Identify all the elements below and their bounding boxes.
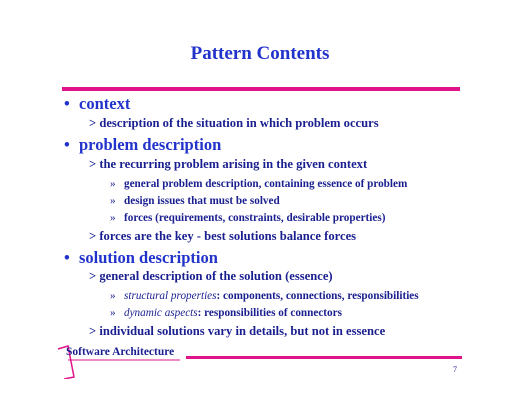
bullet-marker: • xyxy=(64,94,70,113)
bullet-context: • context xyxy=(64,94,130,114)
sub-sub-point: » dynamic aspects: responsibilities of co… xyxy=(110,307,342,319)
sub-sub-point: » structural properties: components, conn… xyxy=(110,290,419,302)
sub-sub-italic: structural properties xyxy=(124,290,217,302)
slide-title: Pattern Contents xyxy=(190,43,330,64)
sub-sub-marker: » xyxy=(110,307,116,319)
sub-point: > forces are the key - best solutions ba… xyxy=(89,229,357,243)
sub-point: > general description of the solution (e… xyxy=(89,269,333,283)
sub-point: > individual solutions vary in details, … xyxy=(89,324,386,338)
sub-point: > description of the situation in which … xyxy=(89,116,379,130)
bullet-solution-description: • solution description xyxy=(64,248,218,268)
sub-sub-italic: dynamic aspects xyxy=(124,307,198,319)
sub-sub-marker: » xyxy=(110,212,116,224)
bullet-problem-description: • problem description xyxy=(64,135,221,155)
sub-sub-text: forces (requirements, constraints, desir… xyxy=(124,212,386,224)
sub-sub-text: : responsibilities of connectors xyxy=(197,307,342,319)
bullet-text: problem description xyxy=(79,135,222,154)
bullet-text: context xyxy=(79,94,131,113)
bullet-marker: • xyxy=(64,135,70,154)
sub-sub-point: » design issues that must be solved xyxy=(110,195,280,207)
footer-label: Software Architecture xyxy=(66,346,175,358)
sub-sub-point: » forces (requirements, constraints, desi… xyxy=(110,212,385,224)
bullet-marker: • xyxy=(64,248,70,267)
footer-logo-mark xyxy=(57,345,180,379)
footer-divider xyxy=(186,356,462,359)
sub-sub-text: general problem description, containing … xyxy=(124,178,408,190)
title-divider xyxy=(62,87,460,91)
sub-sub-marker: » xyxy=(110,290,116,302)
sub-sub-marker: » xyxy=(110,178,116,190)
sub-sub-text: : components, connections, responsibilit… xyxy=(216,290,419,302)
page-number: 7 xyxy=(453,365,457,374)
sub-sub-marker: » xyxy=(110,195,116,207)
sub-sub-text: design issues that must be solved xyxy=(124,195,280,207)
sub-sub-point: » general problem description, containing… xyxy=(110,178,407,190)
sub-point: > the recurring problem arising in the g… xyxy=(89,157,368,171)
bullet-text: solution description xyxy=(79,248,218,267)
